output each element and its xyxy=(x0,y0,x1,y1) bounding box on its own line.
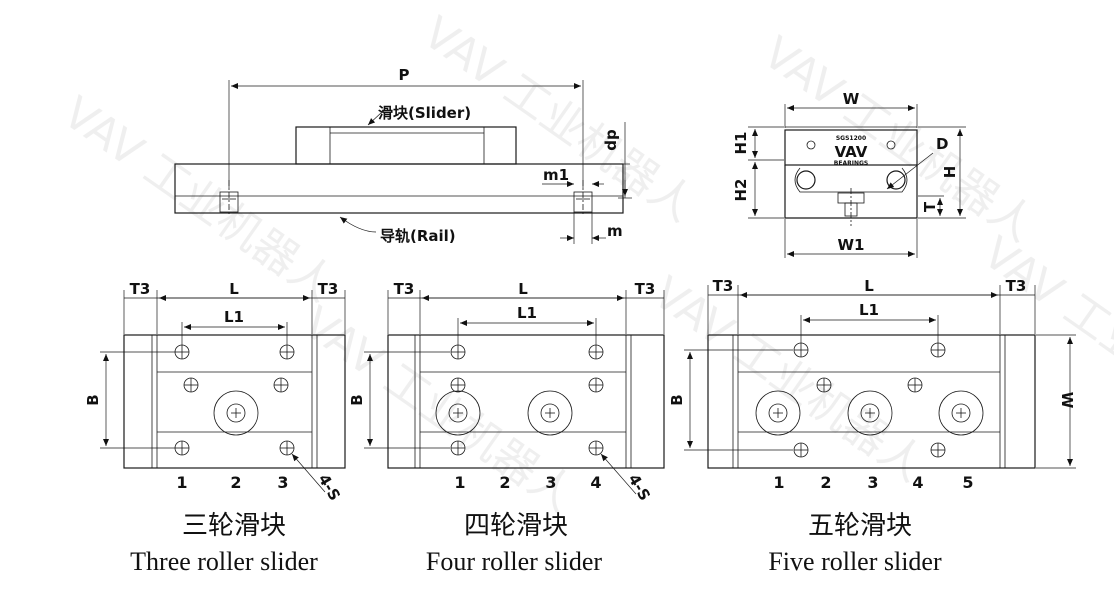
title-en: Five roller slider xyxy=(768,547,942,576)
roller-number: 4 xyxy=(590,473,601,492)
screw-label: 4-S xyxy=(315,471,344,504)
title-en: Three roller slider xyxy=(130,547,318,576)
dim-W1-label: W1 xyxy=(838,236,865,254)
roller-number: 3 xyxy=(545,473,556,492)
roller-number: 1 xyxy=(454,473,465,492)
dim-L: L xyxy=(229,280,239,298)
title-cn: 三轮滑块 xyxy=(182,511,286,541)
dim-D-label: D xyxy=(936,135,948,153)
watermark-text: VAV 工业机器人 xyxy=(54,87,344,312)
dim-H1-label: H1 xyxy=(732,132,750,155)
dim-W: W xyxy=(1058,392,1076,409)
title-en: Four roller slider xyxy=(426,547,603,576)
brand-logo: VAV xyxy=(835,143,868,161)
roller-number: 2 xyxy=(820,473,831,492)
dim-H2-label: H2 xyxy=(732,179,750,202)
dim-L1: L1 xyxy=(859,301,879,319)
dim-m1-label: m1 xyxy=(543,166,569,184)
dim-T3-right: T3 xyxy=(635,280,656,298)
dim-T3-left: T3 xyxy=(130,280,151,298)
brand-top-text: SGS1200 xyxy=(836,135,866,142)
roller-number: 1 xyxy=(176,473,187,492)
rail-label: 导轨(Rail) xyxy=(380,227,456,245)
side-view: P 滑块(Slider) 导轨(Rail) dp m1 m xyxy=(174,66,632,245)
brand-bottom-text: BEARINGS xyxy=(834,160,868,167)
dim-T3-right: T3 xyxy=(318,280,339,298)
dim-L: L xyxy=(864,277,874,295)
dim-T3-left: T3 xyxy=(394,280,415,298)
dim-L1: L1 xyxy=(517,304,537,322)
watermark: VAV 工业机器人 VAV 工业机器人 VAV 工业机器人 VAV 工业机器人 … xyxy=(54,7,1114,522)
roller-number: 2 xyxy=(230,473,241,492)
slider-label: 滑块(Slider) xyxy=(378,104,471,122)
end-view: SGS1200 VAV BEARINGS W H1 H2 H T D xyxy=(732,90,966,258)
dim-B: B xyxy=(84,394,102,405)
dim-B: B xyxy=(348,394,366,405)
screw-label: 4-S xyxy=(625,471,654,504)
dim-L1: L1 xyxy=(224,308,244,326)
watermark-text: VAV 工业机器人 xyxy=(974,227,1114,452)
roller-number: 1 xyxy=(773,473,784,492)
roller-number: 5 xyxy=(962,473,973,492)
three-roller-slider: T3 L T3 L1 B 1 2 3 4-S 三轮滑块 Three roller… xyxy=(84,280,346,576)
dim-T3-right: T3 xyxy=(1006,277,1027,295)
roller-number: 3 xyxy=(867,473,878,492)
dim-L: L xyxy=(518,280,528,298)
roller-number: 4 xyxy=(912,473,923,492)
watermark-text: VAV 工业机器人 xyxy=(644,267,934,492)
dim-P-label: P xyxy=(399,66,410,84)
title-cn: 四轮滑块 xyxy=(464,511,568,541)
dim-m-label: m xyxy=(607,222,623,240)
dim-H-label: H xyxy=(941,166,959,179)
dim-T-label: T xyxy=(921,201,939,212)
title-cn: 五轮滑块 xyxy=(808,511,912,541)
five-roller-slider: T3 L T3 L1 B W 1 2 3 4 5 五轮滑块 Five rolle… xyxy=(668,277,1076,576)
dim-T3-left: T3 xyxy=(713,277,734,295)
roller-number: 3 xyxy=(277,473,288,492)
dim-W-label: W xyxy=(843,90,860,108)
roller-number: 2 xyxy=(499,473,510,492)
dim-B: B xyxy=(668,394,686,405)
four-roller-slider: T3 L T3 L1 B 1 2 3 4 4-S 四轮滑块 Four rolle… xyxy=(348,280,665,576)
dim-dp-label: dp xyxy=(602,129,620,151)
